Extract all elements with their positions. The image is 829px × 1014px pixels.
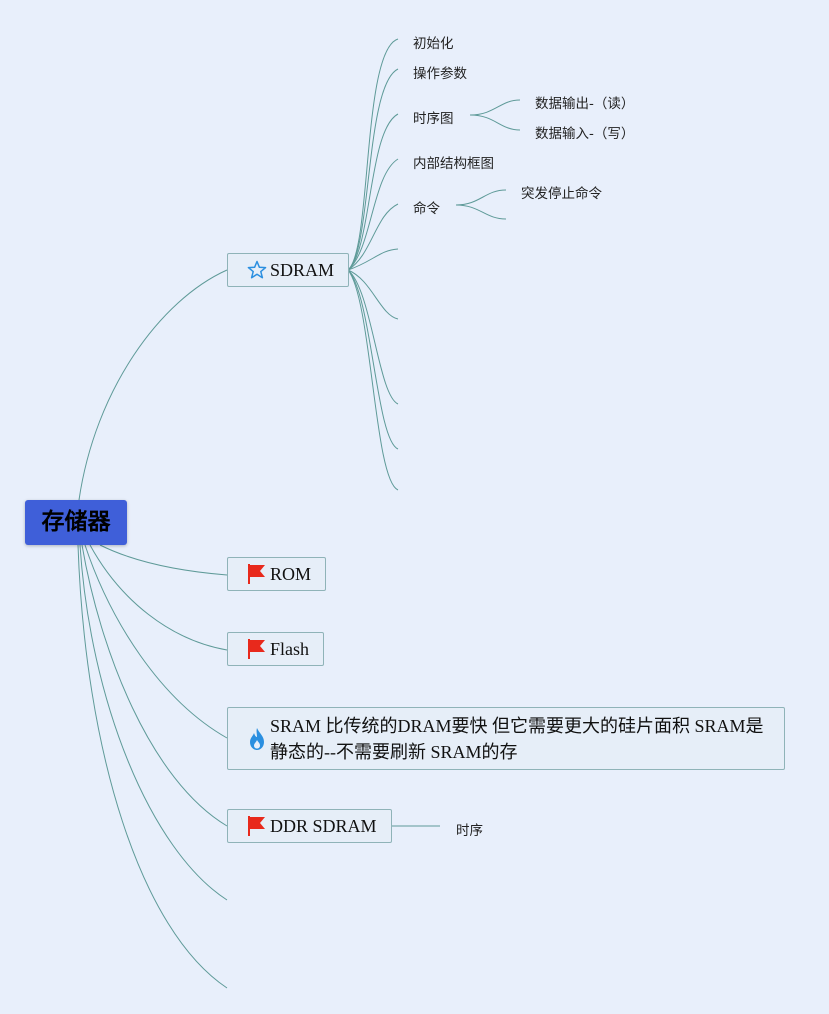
leaf-internal-block-diagram[interactable]: 内部结构框图: [413, 156, 494, 172]
red-flag-icon: [244, 815, 270, 837]
leaf-timing-diagram[interactable]: 时序图: [413, 111, 454, 127]
leaf-burst-stop[interactable]: 突发停止命令: [521, 186, 602, 202]
branch-sdram[interactable]: SDRAM: [227, 253, 349, 287]
leaf-command[interactable]: 命令: [413, 201, 440, 217]
star-icon: [244, 260, 270, 280]
leaf-data-in[interactable]: 数据输入-（写）: [535, 126, 635, 142]
branch-label: DDR SDRAM: [270, 815, 377, 836]
leaf-op-params[interactable]: 操作参数: [413, 66, 467, 82]
branch-label: ROM: [270, 563, 312, 584]
branch-flash[interactable]: Flash: [227, 632, 324, 666]
root-topic[interactable]: 存储器: [25, 500, 127, 545]
leaf-data-out[interactable]: 数据输出-（读）: [535, 96, 635, 112]
branch-label: Flash: [270, 638, 310, 659]
leaf-init[interactable]: 初始化: [413, 36, 454, 52]
flame-icon: [244, 727, 270, 751]
branch-label: SRAM 比传统的DRAM要快 但它需要更大的硅片面积 SRAM是静态的--不需…: [270, 715, 764, 762]
branch-label: SDRAM: [270, 259, 335, 280]
branch-ddr-sdram[interactable]: DDR SDRAM: [227, 809, 392, 843]
red-flag-icon: [244, 638, 270, 660]
leaf-ddr-timing[interactable]: 时序: [456, 823, 483, 839]
branch-rom[interactable]: ROM: [227, 557, 326, 591]
branch-sram[interactable]: SRAM 比传统的DRAM要快 但它需要更大的硅片面积 SRAM是静态的--不需…: [227, 707, 785, 770]
red-flag-icon: [244, 563, 270, 585]
